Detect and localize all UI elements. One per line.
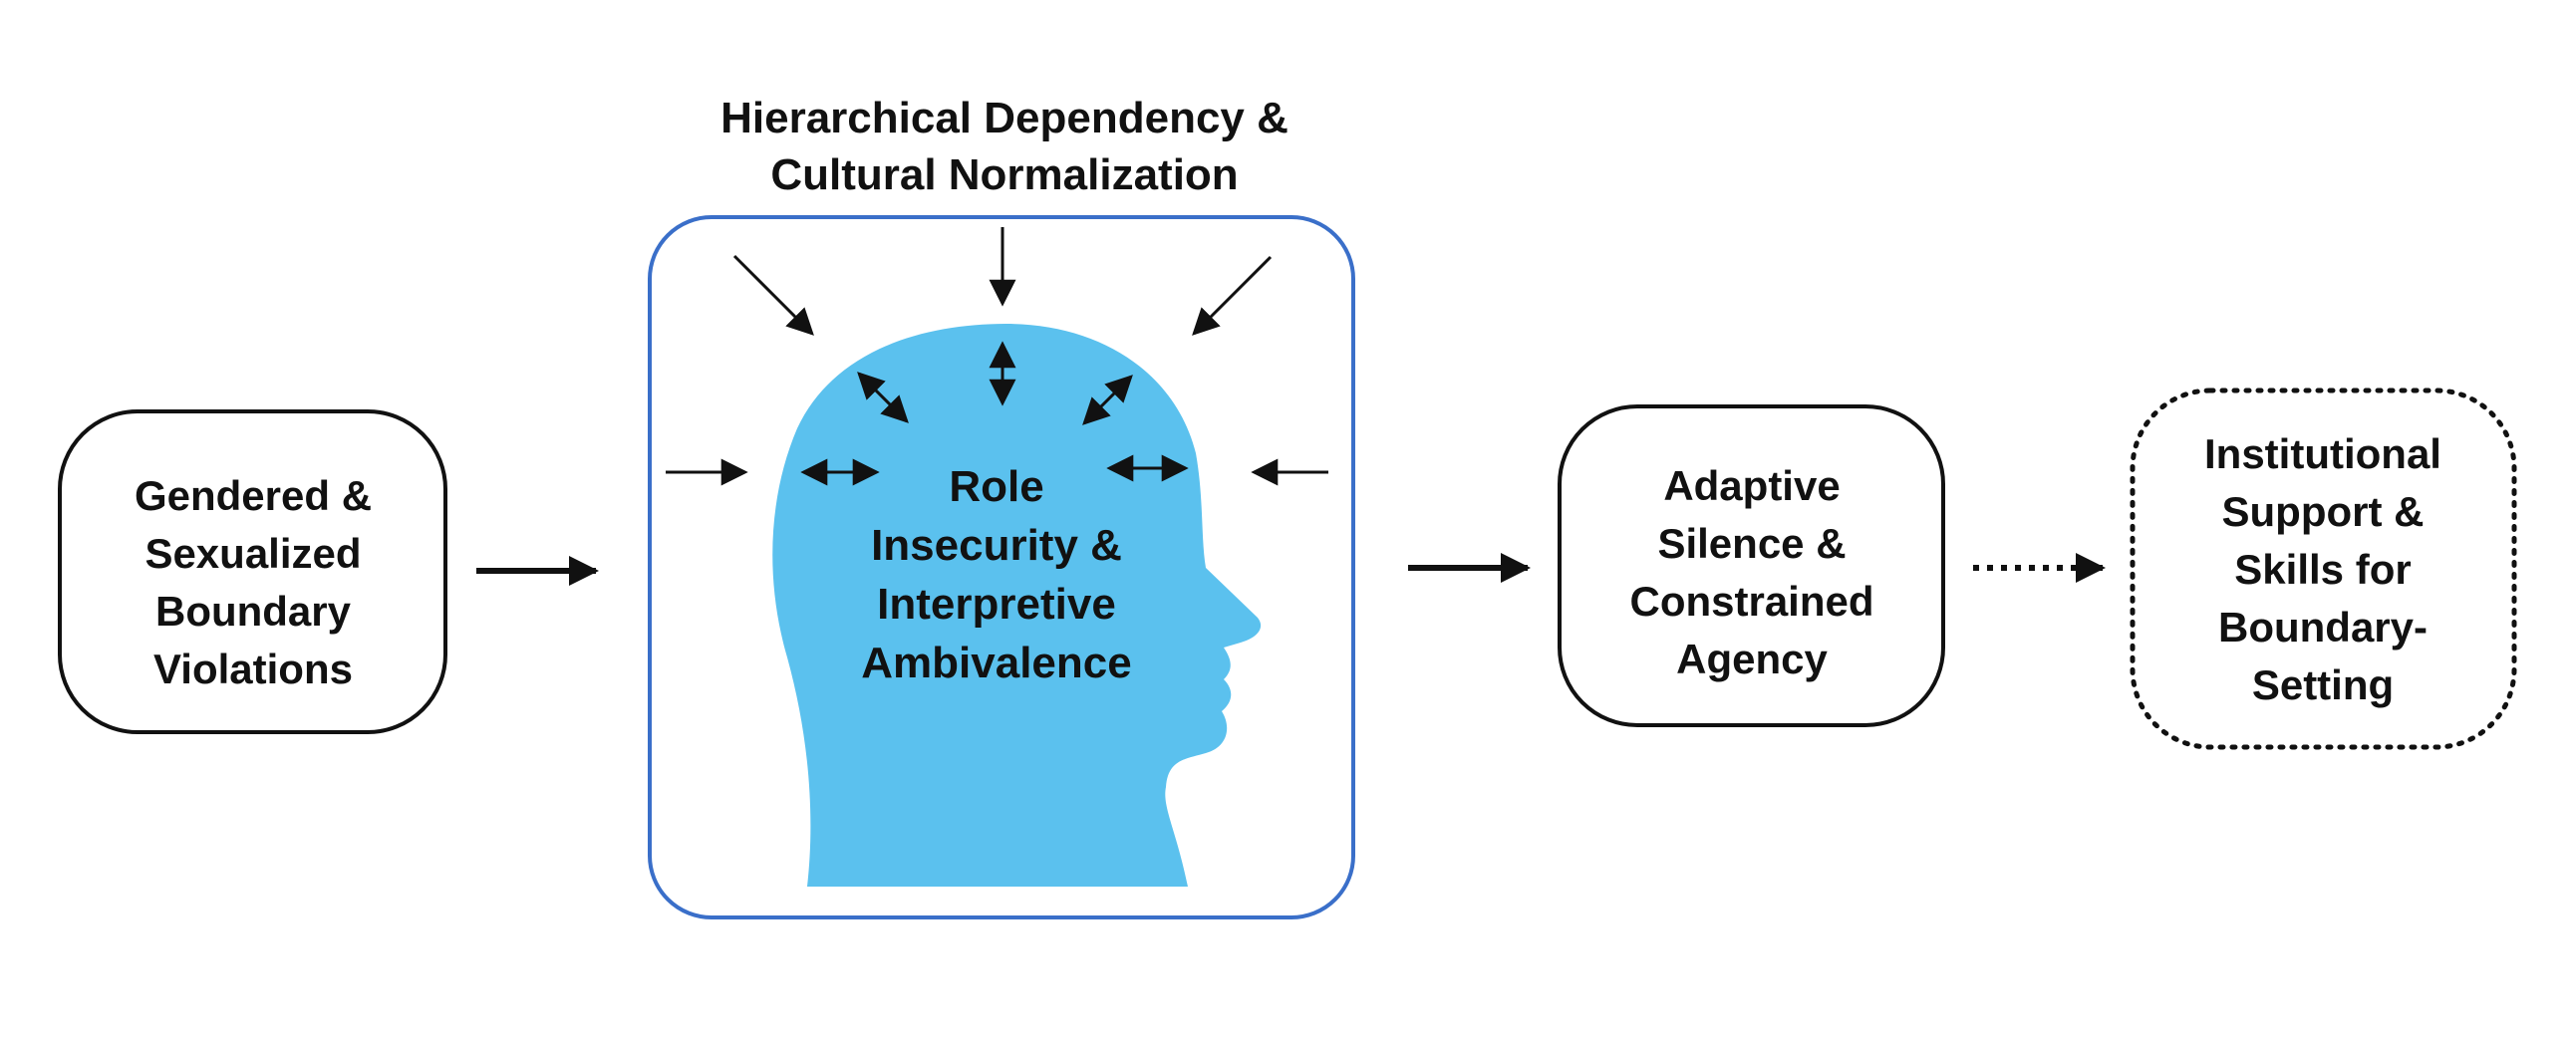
input-box-line-1: Gendered & <box>135 472 372 519</box>
head-label-line-3: Interpretive <box>877 580 1116 629</box>
context-label-line-2: Cultural Normalization <box>770 150 1238 199</box>
intervention-box: Institutional Support & Skills for Bound… <box>2130 388 2517 750</box>
outcome-box-line-4: Agency <box>1676 636 1828 682</box>
outcome-box-frame <box>1558 404 1945 727</box>
input-box-line-2: Sexualized <box>144 530 361 577</box>
intervention-box-line-2: Support & <box>2222 488 2425 535</box>
outcome-box-line-2: Silence & <box>1657 520 1846 567</box>
input-box-frame <box>58 409 447 734</box>
outcome-box-line-3: Constrained <box>1629 578 1873 625</box>
outcome-box: Adaptive Silence & Constrained Agency <box>1558 404 1945 727</box>
head-label-line-4: Ambivalence <box>861 639 1131 687</box>
context-label-line-1: Hierarchical Dependency & <box>720 94 1288 142</box>
intervention-box-line-1: Institutional <box>2204 430 2441 477</box>
outcome-box-line-1: Adaptive <box>1663 462 1840 509</box>
intervention-box-frame <box>2130 388 2517 750</box>
head-label-line-2: Insecurity & <box>871 521 1122 570</box>
tension-arrow-upper-left <box>857 372 909 423</box>
intervention-box-line-3: Skills for <box>2234 546 2411 593</box>
pressure-arrow-top-left <box>732 254 814 336</box>
head-label-line-1: Role <box>949 462 1043 511</box>
pressure-arrow-top-right <box>1192 255 1273 336</box>
input-box: Gendered & Sexualized Boundary Violation… <box>58 409 447 734</box>
tension-arrow-upper-right <box>1082 375 1133 425</box>
input-box-line-3: Boundary <box>155 588 352 635</box>
intervention-box-line-5: Setting <box>2252 661 2394 708</box>
context-frame: Role Insecurity & Interpretive Ambivalen… <box>648 215 1355 919</box>
intervention-box-line-4: Boundary- <box>2218 604 2428 651</box>
input-box-line-4: Violations <box>153 646 353 692</box>
